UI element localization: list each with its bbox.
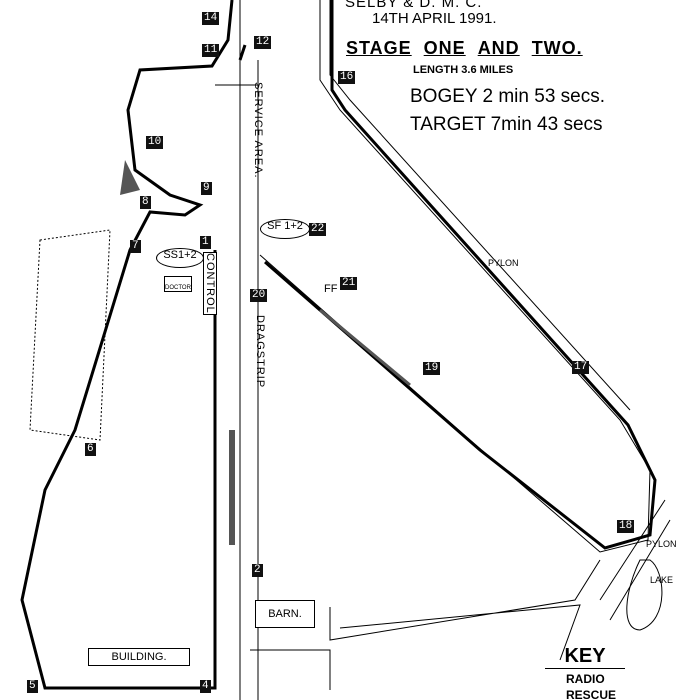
stage-title-word: ONE bbox=[423, 38, 466, 58]
marker: 11 bbox=[202, 44, 220, 57]
dragstrip-label: DRAGSTRIP bbox=[254, 315, 266, 389]
marker: 14 bbox=[202, 12, 220, 25]
barn-road bbox=[329, 559, 601, 661]
key-title: KEY bbox=[545, 645, 625, 669]
building-road bbox=[250, 649, 331, 690]
marker: 20 bbox=[250, 289, 268, 302]
stage-title-word: AND bbox=[477, 38, 520, 58]
marker: 2 bbox=[252, 564, 263, 577]
barn-label: BARN. bbox=[255, 600, 315, 628]
pylon-label: PYLON bbox=[488, 258, 519, 268]
building-label: BUILDING. bbox=[88, 648, 190, 666]
marker: 19 bbox=[423, 362, 441, 375]
tree-shading-2 bbox=[319, 308, 411, 387]
lake-road bbox=[599, 499, 671, 621]
key-radio: RADIO bbox=[566, 672, 605, 686]
doctor-label: DOCTOR bbox=[164, 276, 192, 292]
stage-title: STAGE ONE AND TWO. bbox=[346, 38, 595, 59]
lake-outline bbox=[626, 559, 663, 631]
marker: 10 bbox=[146, 136, 164, 149]
control-label: CONTROL bbox=[203, 252, 217, 315]
event-date: 14TH APRIL 1991. bbox=[372, 10, 497, 27]
organiser: SELBY & D. M. C. bbox=[345, 0, 483, 11]
marker: 6 bbox=[85, 443, 96, 456]
marker: 21 bbox=[340, 277, 358, 290]
service-road bbox=[215, 0, 259, 700]
east-diagonal-road bbox=[329, 0, 631, 411]
north-road bbox=[259, 0, 651, 553]
ss-label: SS1+2 bbox=[156, 248, 204, 268]
stage-title-word: STAGE bbox=[346, 38, 412, 58]
tree-shading-1 bbox=[120, 160, 140, 195]
bogey-time: BOGEY 2 min 53 secs. bbox=[410, 86, 606, 107]
sf-label: SF 1+2 bbox=[260, 219, 310, 239]
target-time: TARGET 7min 43 secs bbox=[410, 114, 603, 135]
marker: 1 bbox=[200, 236, 211, 249]
marker: 22 bbox=[309, 223, 327, 236]
marker: 7 bbox=[130, 240, 141, 253]
left-area-outline bbox=[29, 229, 111, 441]
marker: 17 bbox=[572, 361, 590, 374]
stage-route bbox=[20, 0, 657, 690]
marker: 12 bbox=[254, 36, 272, 49]
marker: 18 bbox=[617, 520, 635, 533]
marker: 16 bbox=[338, 71, 356, 84]
key-rescue: RESCUE bbox=[566, 688, 617, 700]
lake-label: LAKE bbox=[650, 575, 674, 585]
stage-title-word: TWO. bbox=[531, 38, 583, 58]
marker: 8 bbox=[140, 196, 151, 209]
service-area-label: SERVICE AREA. bbox=[252, 82, 264, 179]
stage-length: LENGTH 3.6 MILES bbox=[413, 64, 514, 76]
marker: 5 bbox=[27, 680, 38, 693]
marker: 4 bbox=[200, 680, 211, 693]
ff-label: FF bbox=[324, 283, 338, 295]
marker: 9 bbox=[201, 182, 212, 195]
pylon-label: PYLON bbox=[646, 539, 677, 549]
